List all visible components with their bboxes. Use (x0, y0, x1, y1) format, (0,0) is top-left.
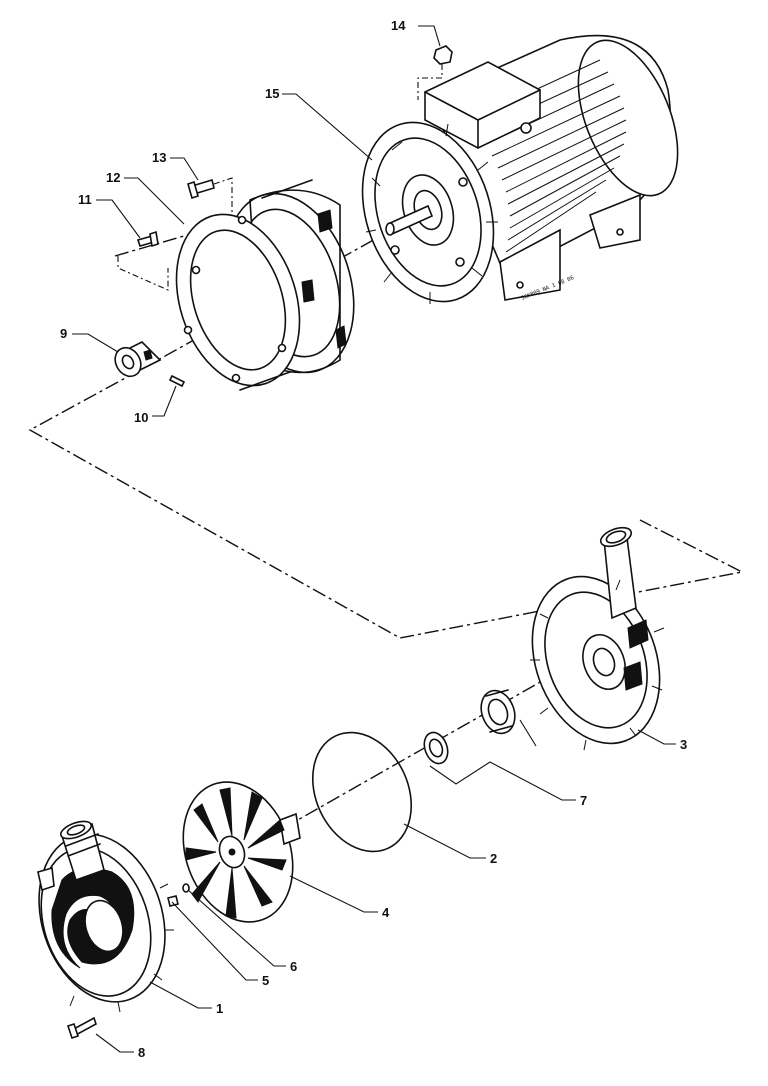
callout-10: 10 (134, 410, 148, 425)
motor-adapter (175, 179, 355, 391)
callout-8: 8 (138, 1045, 145, 1060)
callout-2: 2 (490, 851, 497, 866)
shaft-seal (423, 689, 516, 765)
callout-3: 3 (680, 737, 687, 752)
callout-4: 4 (382, 905, 390, 920)
housing-bolt (66, 1016, 97, 1040)
motor-nut (417, 45, 453, 100)
callout-13: 13 (152, 150, 166, 165)
shaft-coupling (114, 341, 162, 378)
callout-5: 5 (262, 973, 269, 988)
callout-1: 1 (216, 1001, 223, 1016)
coupling-screw (168, 374, 186, 388)
motor: 36K809 NA 1 08 06 (361, 34, 679, 304)
callout-11: 11 (78, 192, 92, 207)
impeller-nut (167, 895, 179, 907)
callout-labels: 14 15 13 12 11 9 10 3 7 2 4 6 5 1 8 (60, 18, 687, 1060)
assembly-axis-lines (28, 221, 745, 871)
adapter-screw (136, 230, 159, 248)
callout-12: 12 (106, 170, 120, 185)
callout-7: 7 (580, 793, 587, 808)
callout-14: 14 (391, 18, 406, 33)
pump-housing (37, 820, 174, 1013)
adapter-bolt (187, 177, 233, 215)
impeller-washer (182, 883, 190, 893)
impeller (182, 781, 301, 923)
callout-9: 9 (60, 326, 67, 341)
callout-6: 6 (290, 959, 297, 974)
o-ring (311, 731, 413, 853)
callout-leaders (72, 25, 676, 1053)
callout-15: 15 (265, 86, 279, 101)
pump-back-plate (530, 526, 665, 751)
